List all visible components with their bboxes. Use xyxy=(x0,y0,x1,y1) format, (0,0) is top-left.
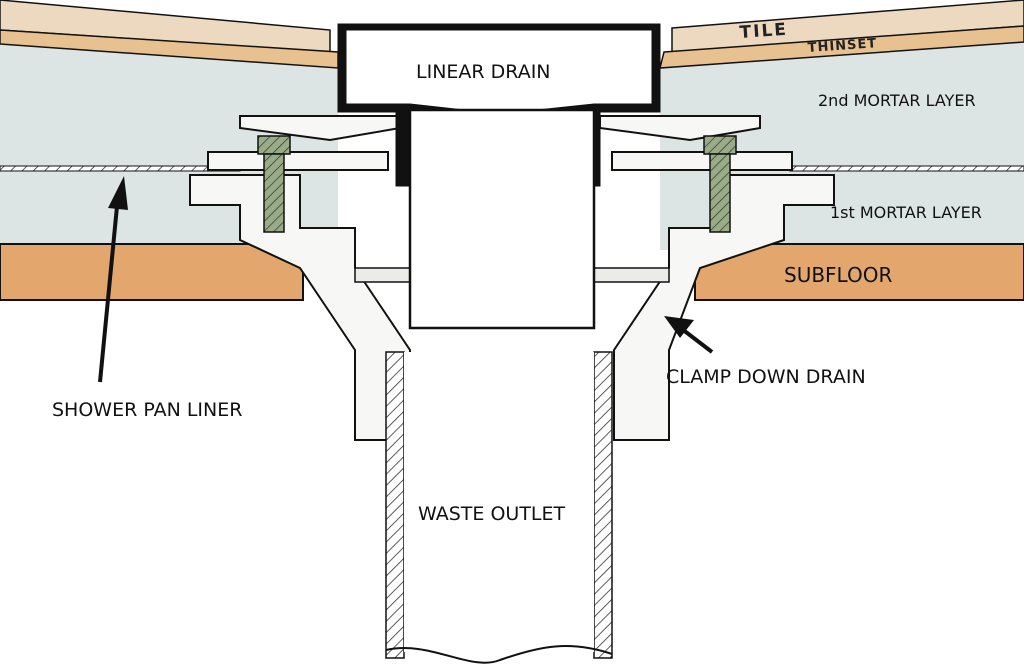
linear-drain-channel xyxy=(337,23,661,330)
subfloor xyxy=(0,243,1024,301)
shower-pan-liner-label: SHOWER PAN LINER xyxy=(52,399,242,421)
linear-drain-label: LINEAR DRAIN xyxy=(416,61,551,83)
clamp-ring xyxy=(207,115,793,171)
second-mortar-layer-label: 2nd MORTAR LAYER xyxy=(818,91,976,110)
waste-outlet-pipe xyxy=(385,351,613,664)
clamp-arrow xyxy=(664,316,714,354)
clamp-bolts xyxy=(257,135,737,233)
tile-layer-right xyxy=(659,0,1024,69)
waste-outlet-label: WASTE OUTLET xyxy=(418,503,566,525)
thinset-label: THINSET xyxy=(807,36,877,56)
clamp-down-drain-label: CLAMP DOWN DRAIN xyxy=(666,366,866,388)
subfloor-label: SUBFLOOR xyxy=(784,263,892,287)
liner-arrow xyxy=(98,176,128,383)
first-mortar-layer-label: 1st MORTAR LAYER xyxy=(830,203,982,222)
tile-label: TILE xyxy=(739,20,789,43)
